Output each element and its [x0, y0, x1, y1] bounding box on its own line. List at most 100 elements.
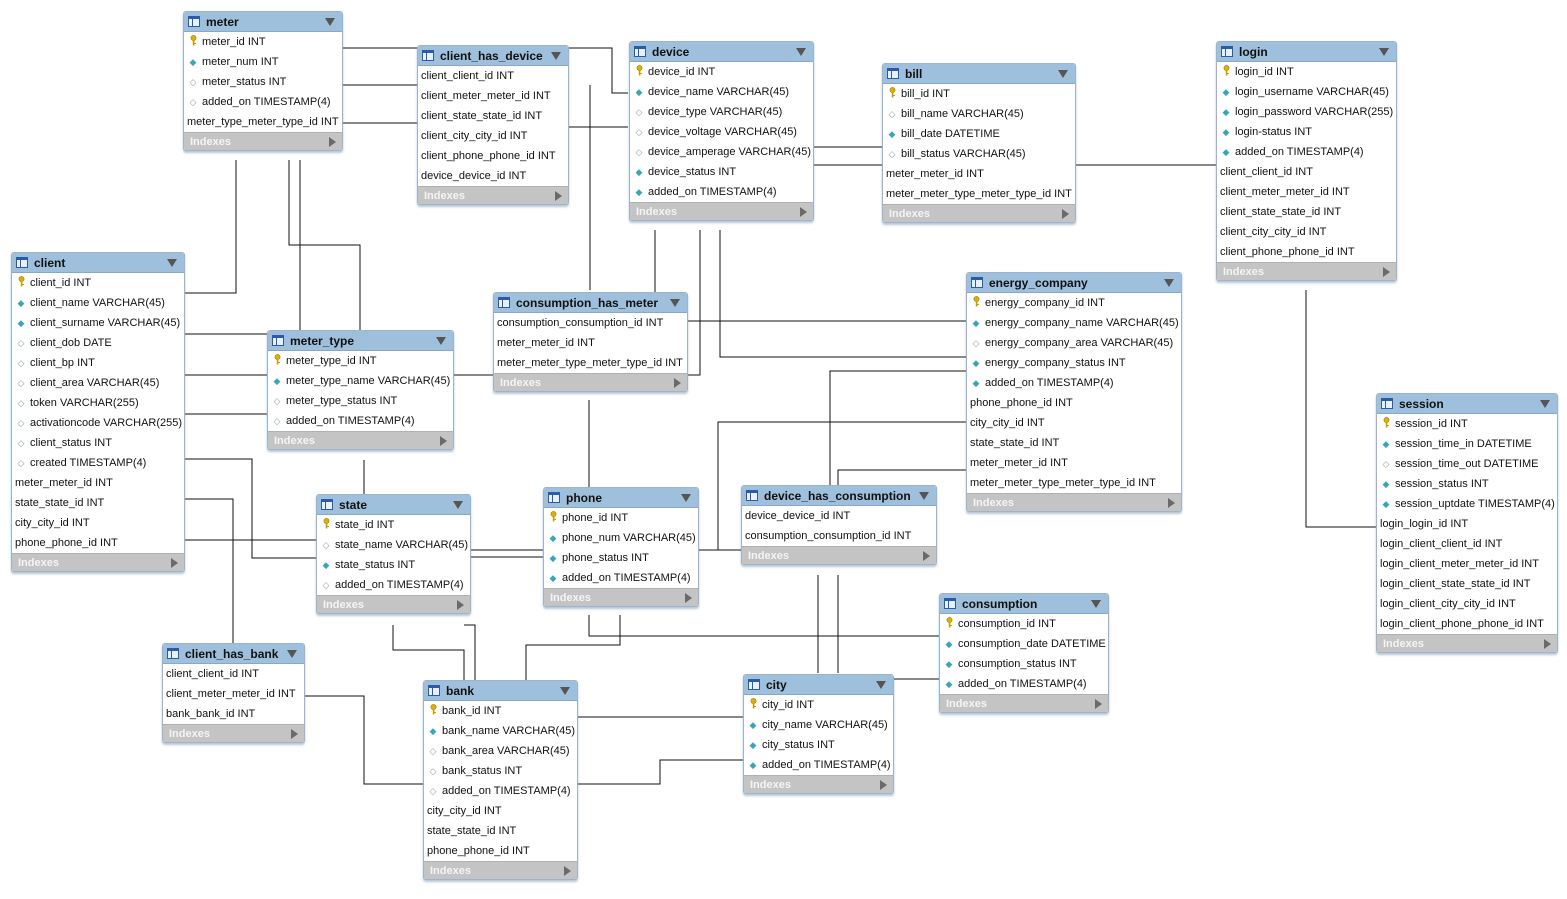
column-row[interactable]: ◆added_on TIMESTAMP(4) — [940, 674, 1108, 694]
column-row[interactable]: ◆meter_num INT — [184, 52, 342, 72]
column-row[interactable]: city_city_id INT — [967, 413, 1181, 433]
triangle-right-icon[interactable] — [555, 190, 562, 201]
column-row[interactable]: client_client_id INT — [418, 66, 568, 86]
column-row[interactable]: ◇bank_status INT — [424, 761, 577, 781]
triangle-right-icon[interactable] — [564, 865, 571, 876]
column-row[interactable]: ◆state_status INT — [317, 555, 470, 575]
table-header[interactable]: session — [1377, 394, 1557, 414]
indexes-bar[interactable]: Indexes — [967, 493, 1181, 511]
table-header[interactable]: bank — [424, 681, 577, 701]
column-row[interactable]: consumption_consumption_id INT — [742, 526, 936, 546]
table-header[interactable]: bill — [883, 64, 1075, 84]
column-row[interactable]: state_id INT — [317, 515, 470, 535]
chevron-down-icon[interactable] — [287, 649, 297, 658]
triangle-right-icon[interactable] — [329, 136, 336, 147]
column-row[interactable]: ◆consumption_date DATETIME — [940, 634, 1108, 654]
column-row[interactable]: login_client_meter_meter_id INT — [1377, 554, 1557, 574]
triangle-right-icon[interactable] — [880, 779, 887, 790]
chevron-down-icon[interactable] — [670, 298, 680, 307]
triangle-right-icon[interactable] — [1544, 638, 1551, 649]
column-row[interactable]: device_id INT — [630, 62, 813, 82]
column-row[interactable]: city_city_id INT — [12, 513, 184, 533]
column-row[interactable]: ◆device_status INT — [630, 162, 813, 182]
column-row[interactable]: login_login_id INT — [1377, 514, 1557, 534]
triangle-right-icon[interactable] — [440, 435, 447, 446]
column-row[interactable]: device_device_id INT — [742, 506, 936, 526]
column-row[interactable]: ◇token VARCHAR(255) — [12, 393, 184, 413]
column-row[interactable]: ◇device_type VARCHAR(45) — [630, 102, 813, 122]
table-header[interactable]: device — [630, 42, 813, 62]
table-header[interactable]: consumption_has_meter — [494, 293, 687, 313]
column-row[interactable]: bank_bank_id INT — [163, 704, 304, 724]
indexes-bar[interactable]: Indexes — [317, 595, 470, 613]
triangle-right-icon[interactable] — [1168, 497, 1175, 508]
column-row[interactable]: ◇energy_company_area VARCHAR(45) — [967, 333, 1181, 353]
column-row[interactable]: session_id INT — [1377, 414, 1557, 434]
triangle-right-icon[interactable] — [291, 728, 298, 739]
chevron-down-icon[interactable] — [167, 258, 177, 267]
indexes-bar[interactable]: Indexes — [184, 132, 342, 150]
column-row[interactable]: consumption_consumption_id INT — [494, 313, 687, 333]
column-row[interactable]: meter_meter_id INT — [494, 333, 687, 353]
column-row[interactable]: client_client_id INT — [163, 664, 304, 684]
chevron-down-icon[interactable] — [453, 500, 463, 509]
chevron-down-icon[interactable] — [325, 17, 335, 26]
column-row[interactable]: meter_meter_id INT — [883, 164, 1075, 184]
column-row[interactable]: ◇meter_type_status INT — [268, 391, 453, 411]
triangle-right-icon[interactable] — [457, 599, 464, 610]
column-row[interactable]: ◆added_on TIMESTAMP(4) — [630, 182, 813, 202]
column-row[interactable]: ◆bank_name VARCHAR(45) — [424, 721, 577, 741]
column-row[interactable]: client_phone_phone_id INT — [418, 146, 568, 166]
triangle-right-icon[interactable] — [800, 206, 807, 217]
column-row[interactable]: phone_phone_id INT — [12, 533, 184, 553]
column-row[interactable]: meter_id INT — [184, 32, 342, 52]
column-row[interactable]: ◇bill_status VARCHAR(45) — [883, 144, 1075, 164]
column-row[interactable]: ◆client_surname VARCHAR(45) — [12, 313, 184, 333]
chevron-down-icon[interactable] — [681, 493, 691, 502]
table-header[interactable]: client_has_device — [418, 46, 568, 66]
column-row[interactable]: meter_meter_id INT — [12, 473, 184, 493]
column-row[interactable]: meter_meter_type_meter_type_id INT — [883, 184, 1075, 204]
table-header[interactable]: meter_type — [268, 331, 453, 351]
chevron-down-icon[interactable] — [436, 336, 446, 345]
table-header[interactable]: client — [12, 253, 184, 273]
column-row[interactable]: ◇activationcode VARCHAR(255) — [12, 413, 184, 433]
table-header[interactable]: city — [744, 675, 893, 695]
column-row[interactable]: ◇device_amperage VARCHAR(45) — [630, 142, 813, 162]
indexes-bar[interactable]: Indexes — [418, 186, 568, 204]
column-row[interactable]: ◆energy_company_name VARCHAR(45) — [967, 313, 1181, 333]
column-row[interactable]: meter_meter_type_meter_type_id INT — [494, 353, 687, 373]
indexes-bar[interactable]: Indexes — [940, 694, 1108, 712]
column-row[interactable]: consumption_id INT — [940, 614, 1108, 634]
column-row[interactable]: client_client_id INT — [1217, 162, 1396, 182]
indexes-bar[interactable]: Indexes — [268, 431, 453, 449]
triangle-right-icon[interactable] — [1383, 266, 1390, 277]
column-row[interactable]: client_id INT — [12, 273, 184, 293]
column-row[interactable]: state_state_id INT — [424, 821, 577, 841]
table-header[interactable]: state — [317, 495, 470, 515]
table-header[interactable]: consumption — [940, 594, 1108, 614]
table-header[interactable]: login — [1217, 42, 1396, 62]
column-row[interactable]: ◆session_status INT — [1377, 474, 1557, 494]
column-row[interactable]: ◇added_on TIMESTAMP(4) — [184, 92, 342, 112]
column-row[interactable]: ◆phone_status INT — [544, 548, 698, 568]
chevron-down-icon[interactable] — [1379, 47, 1389, 56]
column-row[interactable]: phone_id INT — [544, 508, 698, 528]
indexes-bar[interactable]: Indexes — [883, 204, 1075, 222]
indexes-bar[interactable]: Indexes — [494, 373, 687, 391]
column-row[interactable]: ◆bill_date DATETIME — [883, 124, 1075, 144]
column-row[interactable]: ◇client_bp INT — [12, 353, 184, 373]
triangle-right-icon[interactable] — [923, 550, 930, 561]
column-row[interactable]: ◆client_name VARCHAR(45) — [12, 293, 184, 313]
chevron-down-icon[interactable] — [796, 47, 806, 56]
column-row[interactable]: meter_type_id INT — [268, 351, 453, 371]
column-row[interactable]: ◇client_area VARCHAR(45) — [12, 373, 184, 393]
column-row[interactable]: ◆consumption_status INT — [940, 654, 1108, 674]
